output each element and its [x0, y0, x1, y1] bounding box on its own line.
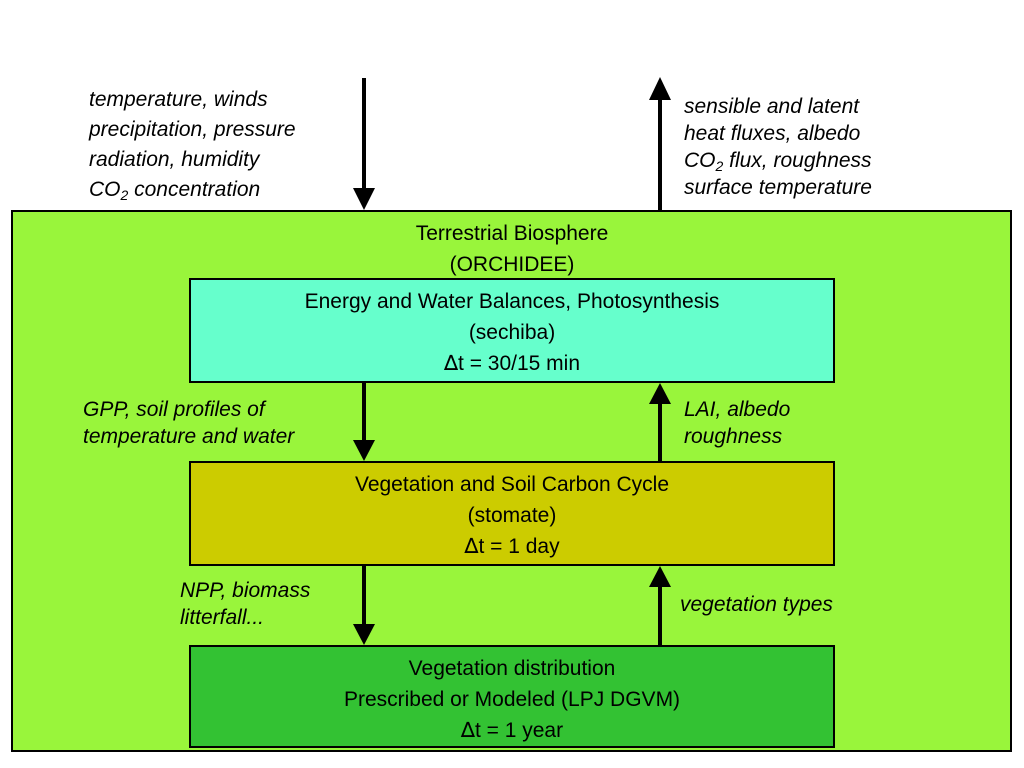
lpj-timestep: ∆t = 1 year: [460, 718, 564, 742]
vegetation-types-line: vegetation types: [680, 593, 833, 616]
vegetation-types-flow-label: vegetation types: [680, 591, 833, 618]
npp-flow-line1: NPP, biomass: [180, 579, 311, 602]
biosphere-title: Terrestrial Biosphere (ORCHIDEE): [362, 218, 662, 280]
stomate-timestep: ∆t = 1 day: [464, 534, 560, 558]
atmospheric-inputs-label: temperature, winds precipitation, pressu…: [89, 85, 296, 205]
stomate-name: (stomate): [467, 504, 557, 527]
outputs-line3: CO2 flux, roughness: [684, 149, 872, 174]
sechiba-timestep: ∆t = 30/15 min: [443, 351, 581, 375]
sechiba-to-stomate-arrow: [353, 383, 375, 461]
inputs-line3: radiation, humidity: [89, 148, 260, 171]
sechiba-title: Energy and Water Balances, Photosynthesi…: [304, 290, 720, 313]
lai-flow-label: LAI, albedo roughness: [684, 396, 790, 450]
vegetation-distribution-box: Vegetation distribution Prescribed or Mo…: [189, 645, 835, 748]
npp-flow-line2: litterfall...: [180, 606, 265, 629]
gpp-flow-line2: temperature and water: [83, 425, 295, 448]
gpp-flow-line1: GPP, soil profiles of: [83, 398, 265, 421]
outputs-line4: surface temperature: [684, 176, 872, 199]
stomate-title: Vegetation and Soil Carbon Cycle: [354, 473, 670, 496]
lpj-to-stomate-arrow: [649, 566, 671, 645]
inputs-line4: CO2 concentration: [89, 178, 261, 203]
sechiba-box: Energy and Water Balances, Photosynthesi…: [189, 278, 835, 383]
npp-flow-label: NPP, biomass litterfall...: [180, 577, 310, 631]
inputs-line1: temperature, winds: [89, 88, 268, 111]
surface-outputs-label: sensible and latent heat fluxes, albedo …: [684, 93, 872, 201]
inputs-line2: precipitation, pressure: [89, 118, 296, 141]
stomate-to-sechiba-arrow: [649, 383, 671, 461]
lpj-title: Vegetation distribution: [408, 657, 616, 680]
stomate-to-lpj-arrow: [353, 566, 375, 645]
output-arrow-up: [649, 77, 671, 210]
lai-flow-line1: LAI, albedo: [684, 398, 791, 421]
sechiba-name: (sechiba): [468, 321, 556, 344]
gpp-flow-label: GPP, soil profiles of temperature and wa…: [83, 396, 294, 450]
outputs-line2: heat fluxes, albedo: [684, 122, 861, 145]
lai-flow-line2: roughness: [684, 425, 783, 448]
stomate-box: Vegetation and Soil Carbon Cycle (stomat…: [189, 461, 835, 566]
biosphere-title-line1: Terrestrial Biosphere: [415, 222, 609, 245]
biosphere-title-line2: (ORCHIDEE): [449, 253, 575, 276]
lpj-name: Prescribed or Modeled (LPJ DGVM): [343, 688, 681, 711]
input-arrow-down: [353, 78, 375, 210]
outputs-line1: sensible and latent: [684, 95, 860, 118]
